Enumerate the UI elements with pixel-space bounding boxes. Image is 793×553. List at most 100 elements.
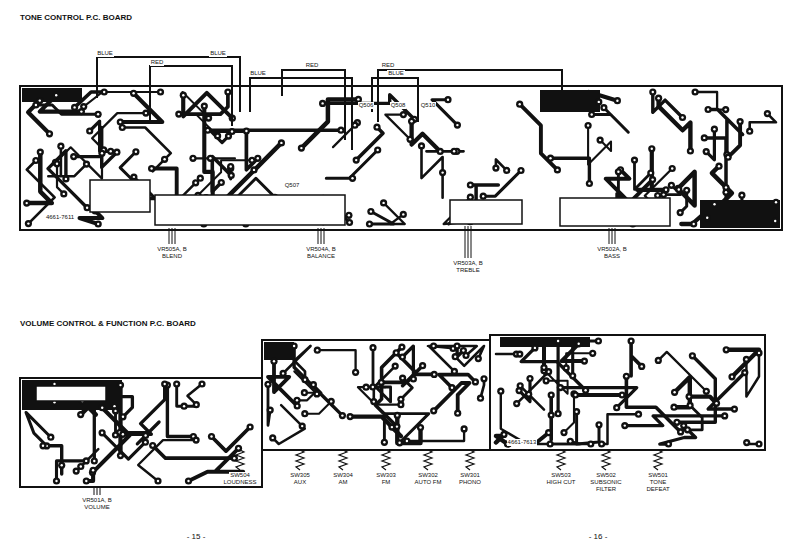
solder-pad (366, 220, 373, 227)
pad-hole (419, 426, 421, 428)
solder-pad (615, 168, 622, 175)
control-label: SW504 (229, 472, 251, 479)
solder-pad (737, 118, 744, 125)
pad-hole (741, 194, 743, 196)
pot-lead (169, 228, 170, 244)
solder-pad (595, 421, 602, 428)
pad-hole (396, 414, 398, 416)
pad-hole (296, 405, 298, 407)
solder-pad (722, 189, 729, 196)
board-outline (262, 340, 490, 450)
solder-pad (397, 396, 404, 403)
solder-pad (437, 148, 444, 155)
switch-spring (339, 450, 347, 470)
control-label: VR504A, B (305, 246, 337, 253)
copper-trace (689, 397, 716, 404)
solder-pad (497, 388, 504, 395)
pad-hole (578, 343, 580, 345)
solder-pad (207, 155, 214, 162)
solder-pad (480, 375, 487, 382)
pad-hole (713, 128, 715, 130)
pad-hole (463, 428, 465, 430)
pad-hole (144, 441, 146, 443)
pad-hole (303, 392, 305, 394)
pad-hole (50, 436, 52, 438)
solder-pad (701, 134, 708, 141)
solder-pad (721, 412, 728, 419)
pad-hole (80, 465, 82, 467)
pad-hole (678, 188, 680, 190)
pad-hole (237, 447, 239, 449)
wire-color: BLUE (387, 70, 405, 77)
copper-trace (43, 446, 62, 474)
solder-pad (598, 440, 605, 447)
pad-hole (641, 365, 643, 367)
pad-hole (483, 378, 485, 380)
pad-hole (689, 404, 691, 406)
pad-hole (119, 384, 121, 386)
pot-lead (318, 228, 319, 244)
solder-pad (772, 217, 779, 224)
control-label: AM (338, 479, 349, 486)
pad-hole (233, 457, 235, 459)
pad-hole (227, 91, 229, 93)
solder-pad (337, 127, 344, 134)
pad-hole (372, 386, 374, 388)
solder-pad (95, 111, 102, 118)
pad-hole (372, 347, 374, 349)
solder-pad (585, 122, 592, 129)
pad-hole (195, 182, 197, 184)
solder-pad (83, 457, 90, 464)
pad-hole (766, 112, 768, 114)
solder-pad (454, 122, 461, 129)
copper-trace (750, 114, 776, 132)
pad-hole (758, 443, 760, 445)
solder-pad (363, 384, 370, 391)
control-label: LOUDNESS (223, 479, 258, 486)
solder-pad (224, 88, 231, 95)
solder-pad (99, 429, 106, 436)
copper-trace (588, 126, 611, 165)
solder-pad (670, 404, 677, 411)
copper-trace (48, 146, 86, 176)
copper-trace (706, 129, 714, 160)
pad-hole (97, 223, 99, 225)
pad-hole (402, 213, 404, 215)
pad-hole (380, 381, 382, 383)
pad-hole (183, 405, 185, 407)
pad-hole (706, 217, 708, 219)
solder-pad (101, 88, 108, 95)
control-label: SW305 (289, 472, 311, 479)
pad-hole (500, 390, 502, 392)
open-area (36, 386, 106, 401)
solder-pad (649, 176, 656, 183)
pad-hole (447, 99, 449, 101)
pad-hole (731, 376, 733, 378)
pad-hole (195, 404, 197, 406)
pad-hole (349, 415, 351, 417)
pad-hole (545, 380, 547, 382)
solder-pad (227, 163, 234, 170)
pad-hole (520, 169, 522, 171)
pad-hole (705, 390, 707, 392)
wire-color: RED (381, 62, 396, 69)
solder-pad (57, 143, 64, 150)
pad-hole (469, 196, 471, 198)
pad-hole (55, 480, 57, 482)
solder-pad (270, 358, 277, 365)
jumper-wire (150, 66, 232, 126)
pad-hole (267, 383, 269, 385)
copper-trace (305, 401, 331, 413)
pad-hole (670, 184, 672, 186)
solder-pad (77, 411, 84, 418)
pad-hole (477, 357, 479, 359)
pad-hole (220, 181, 222, 183)
pad-hole (273, 360, 275, 362)
pad-hole (150, 167, 152, 169)
copper-trace (26, 412, 51, 446)
solder-pad (36, 97, 43, 104)
solder-pad (175, 111, 182, 118)
pad-hole (164, 383, 166, 385)
solder-pad (193, 401, 200, 408)
pad-hole (686, 189, 688, 191)
